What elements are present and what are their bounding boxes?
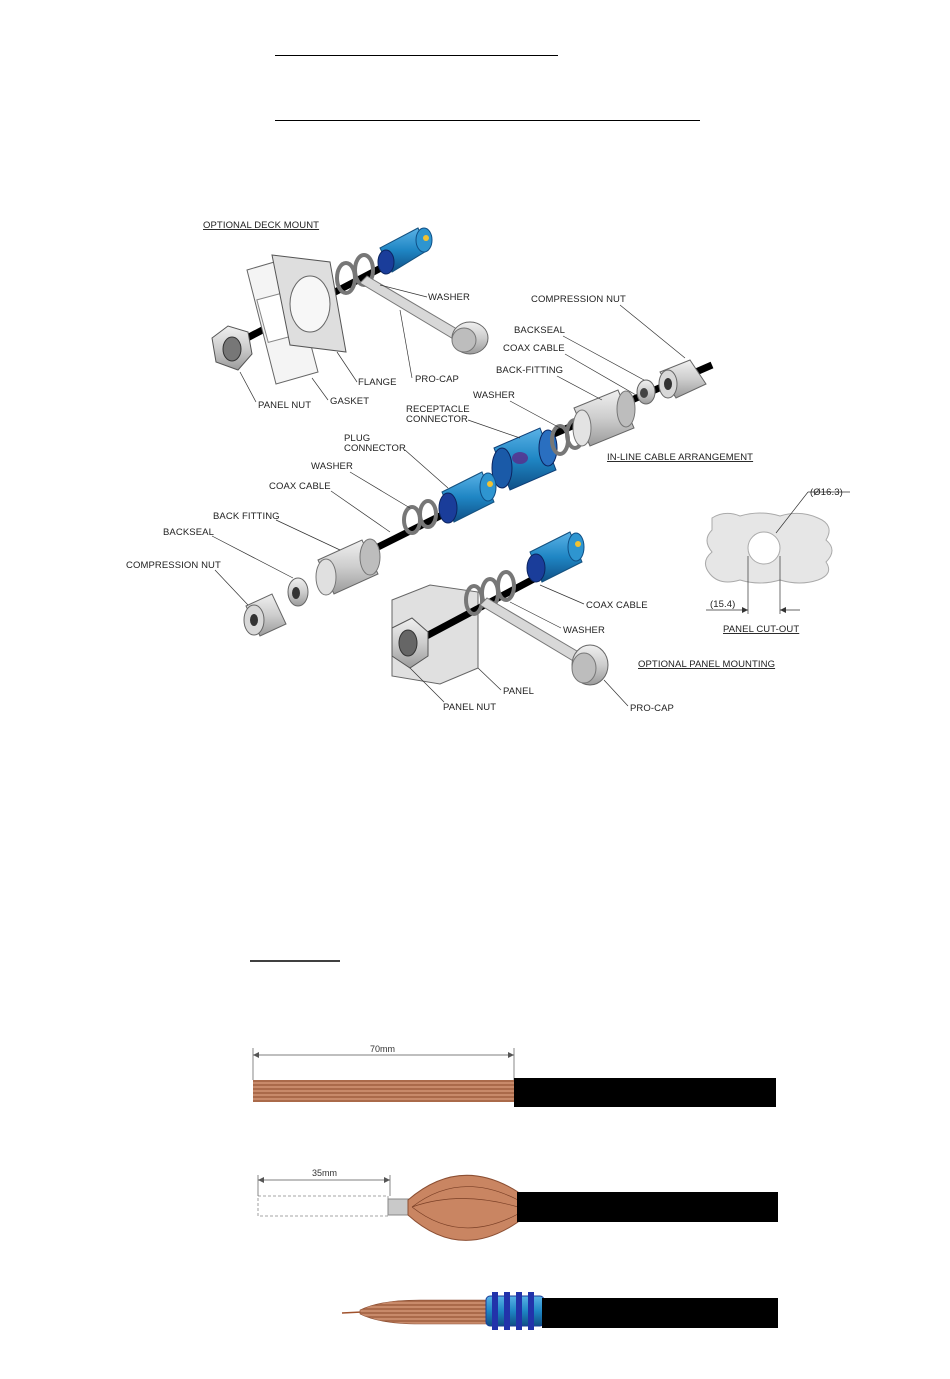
inline-backseal-label: BACKSEAL xyxy=(514,325,565,336)
strip-step-3 xyxy=(341,1292,778,1330)
step1-copper-braid xyxy=(253,1080,515,1102)
panel-nut-part xyxy=(391,617,429,669)
gasket-label: GASKET xyxy=(330,396,369,407)
step3-cable-jacket xyxy=(542,1298,778,1328)
receptacle-label-line1: RECEPTACLE xyxy=(406,404,470,415)
plug-compression-nut-label: COMPRESSION NUT xyxy=(126,560,221,571)
plug-group xyxy=(243,471,497,637)
plug-backseal-part xyxy=(287,577,309,607)
strip-step-2 xyxy=(257,1174,778,1241)
panel-cutout-title: PANEL CUT-OUT xyxy=(723,624,799,635)
inline-group xyxy=(491,359,714,491)
title-rule-2 xyxy=(275,120,700,121)
flange-label: FLANGE xyxy=(358,377,397,388)
cutout-hole xyxy=(747,531,781,565)
inline-compression-nut-label: COMPRESSION NUT xyxy=(531,294,626,305)
plug-back-fitting-label: BACK FITTING xyxy=(213,511,280,522)
panel-pro-cap-part xyxy=(571,644,609,686)
plug-compression-nut-part xyxy=(243,593,287,637)
title-rule-1 xyxy=(275,55,558,56)
panel-label: PANEL xyxy=(503,686,534,697)
step3-tapered-braid xyxy=(359,1299,489,1325)
plug-washer-2 xyxy=(418,499,438,529)
step2-removed-dielectric xyxy=(257,1195,389,1217)
step2-length-dim: 35mm xyxy=(312,1168,337,1178)
step2-dielectric xyxy=(387,1198,411,1216)
deck-washer-label: WASHER xyxy=(428,292,470,303)
plug-connector-part xyxy=(438,471,497,524)
step3-blue-backfitting xyxy=(485,1292,545,1330)
cutout-diameter-dim: (Ø16.3) xyxy=(810,487,843,498)
step1-cable-jacket xyxy=(514,1078,776,1107)
plug-washer-label: WASHER xyxy=(311,461,353,472)
step3-center-conductor xyxy=(341,1311,363,1314)
plug-label-line2: CONNECTOR xyxy=(344,443,406,454)
plug-back-fitting-part xyxy=(315,538,381,596)
strip-step-1 xyxy=(252,1048,776,1107)
step1-length-dim: 70mm xyxy=(370,1044,395,1054)
panel-coax-cable-label: COAX CABLE xyxy=(586,600,648,611)
step2-cable-jacket xyxy=(517,1192,778,1222)
inline-back-fitting-label: BACK-FITTING xyxy=(496,365,563,376)
panel-washer-label: WASHER xyxy=(563,625,605,636)
deck-mount-group xyxy=(211,227,489,385)
receptacle-label-line2: CONNECTOR xyxy=(406,414,468,425)
deck-mount-title: OPTIONAL DECK MOUNT xyxy=(203,220,319,231)
panel-mount-group xyxy=(391,531,609,686)
inline-coax-cable-label: COAX CABLE xyxy=(503,343,565,354)
panel-washer-3 xyxy=(496,570,516,602)
deck-panel-nut-part xyxy=(211,325,253,371)
panel-blue-connector xyxy=(526,531,585,583)
step2-flared-braid xyxy=(407,1174,519,1241)
deck-panel-nut-label: PANEL NUT xyxy=(258,400,311,411)
deck-pro-cap-strap xyxy=(359,275,463,341)
inline-back-fitting-part xyxy=(572,389,636,447)
plug-backseal-label: BACKSEAL xyxy=(163,527,214,538)
plug-label-line1: PLUG xyxy=(344,433,370,444)
inline-washer-label: WASHER xyxy=(473,390,515,401)
panel-pro-cap-label: PRO-CAP xyxy=(630,703,674,714)
receptacle-connector-part xyxy=(491,427,558,491)
deck-pro-cap-part xyxy=(451,321,489,355)
inline-compression-nut-part xyxy=(658,359,707,399)
panel-nut-label: PANEL NUT xyxy=(443,702,496,713)
deck-pro-cap-label: PRO-CAP xyxy=(415,374,459,385)
plug-coax-cable-label: COAX CABLE xyxy=(269,481,331,492)
deck-blue-connector xyxy=(377,227,433,275)
inline-section-title: IN-LINE CABLE ARRANGEMENT xyxy=(607,452,753,463)
cutout-width-dim: (15.4) xyxy=(710,599,735,610)
panel-mounting-title: OPTIONAL PANEL MOUNTING xyxy=(638,659,775,670)
inline-backseal-part xyxy=(636,379,656,405)
panel-cutout-group xyxy=(705,491,850,614)
